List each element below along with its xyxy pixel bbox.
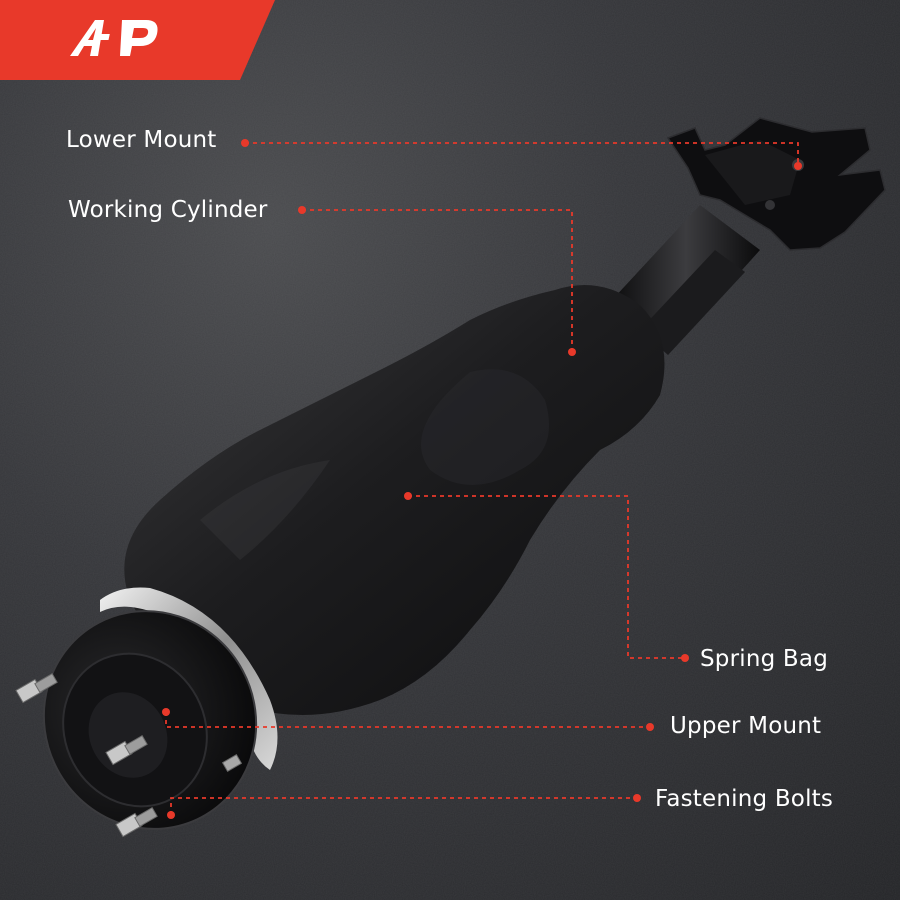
callout-upper-mount: Upper Mount bbox=[670, 713, 822, 739]
leader-fastening-bolts bbox=[170, 797, 637, 815]
leader-spring-bag bbox=[408, 495, 685, 659]
brand-corner-banner bbox=[0, 0, 275, 80]
callout-dots bbox=[162, 139, 802, 819]
leader-upper-mount bbox=[165, 712, 650, 728]
callout-fastening-bolts: Fastening Bolts bbox=[655, 786, 834, 812]
spring-bag-body bbox=[124, 285, 665, 715]
leader-lower-mount bbox=[245, 142, 799, 166]
upper-mount-cap bbox=[42, 610, 258, 830]
brand-logo-icon bbox=[70, 20, 158, 56]
callout-spring-bag: Spring Bag bbox=[700, 646, 829, 672]
callout-leader-lines bbox=[165, 142, 799, 815]
fastening-bolts bbox=[15, 672, 243, 838]
leader-working-cylinder bbox=[302, 209, 573, 352]
callout-working-cylinder: Working Cylinder bbox=[68, 197, 268, 223]
callout-lower-mount: Lower Mount bbox=[66, 127, 217, 153]
working-cylinder-rod bbox=[612, 205, 760, 355]
